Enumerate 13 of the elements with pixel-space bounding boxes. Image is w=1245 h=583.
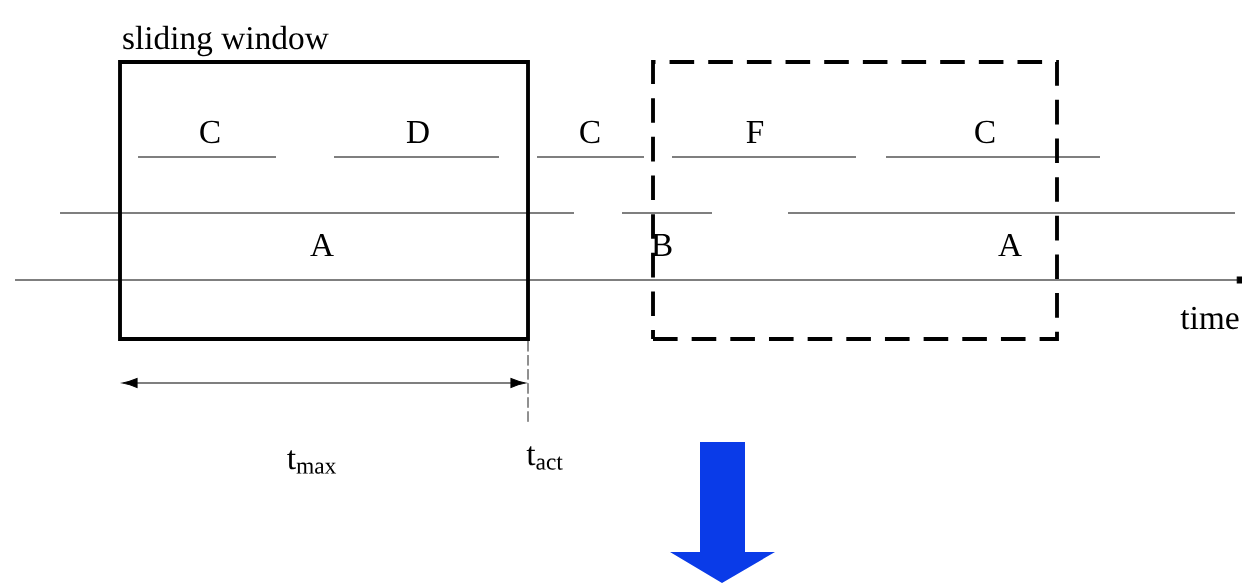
dimension-label: t$_{max}$: [287, 450, 337, 474]
event-label: F: [746, 121, 764, 143]
event-label: C: [580, 120, 600, 144]
event-label: C: [200, 120, 220, 144]
event-label: A: [998, 234, 1022, 256]
time-marker-label: t$_{act}$: [526, 446, 563, 470]
dashed-window-box: [651, 60, 1059, 341]
event-label: C: [975, 120, 995, 144]
node-label: sliding window: [123, 25, 329, 57]
event-label: D: [406, 121, 429, 143]
axis-label: time: [1180, 306, 1239, 330]
event-label: B: [651, 234, 672, 256]
event-label: A: [310, 234, 334, 256]
